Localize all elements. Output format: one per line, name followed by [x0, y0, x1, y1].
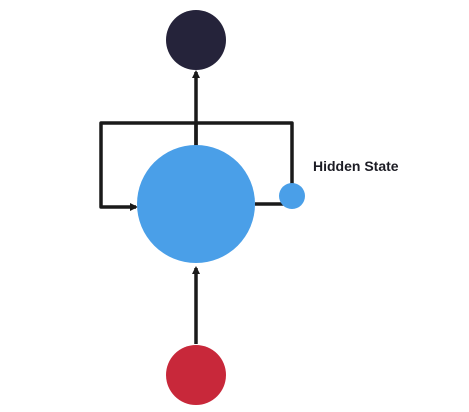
hidden-state-node [279, 183, 305, 209]
hidden-layer-node [137, 145, 255, 263]
output-node [166, 10, 226, 70]
input-node [166, 345, 226, 405]
hidden-state-label: Hidden State [313, 158, 399, 174]
hidden-state-connector [196, 121, 294, 184]
